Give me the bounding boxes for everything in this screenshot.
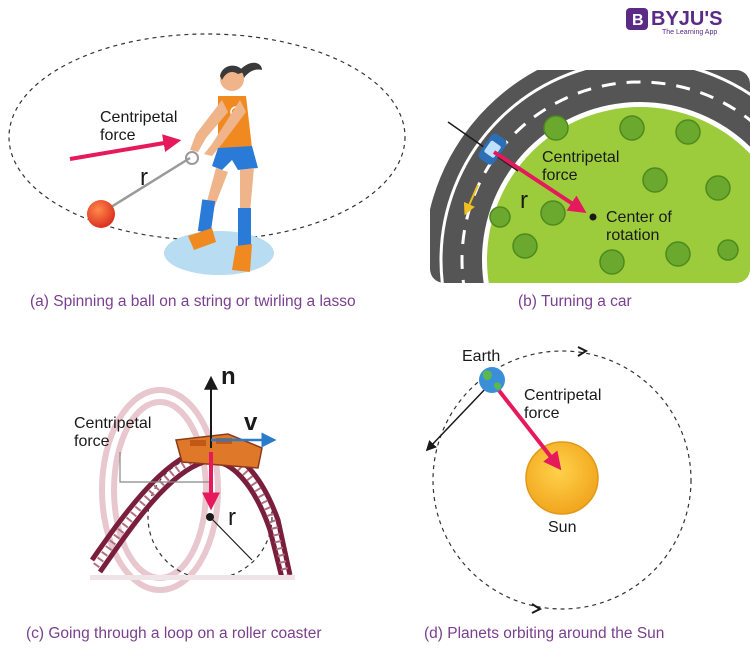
orbit-direction-icon [531,603,543,614]
force-label-line2: force [100,127,136,144]
earth-label: Earth [462,348,500,365]
byjus-logo: B BYJU'S The Learning App [626,8,722,36]
force-label-line1: Centripetal [524,387,601,404]
radius-label: r [140,164,148,191]
force-label-line1: Centripetal [74,415,151,432]
handle-ring [185,151,199,165]
radius-label: r [520,187,528,214]
panel-c-caption: (c) Going through a loop on a roller coa… [26,625,322,642]
force-label-line2: force [542,167,578,184]
orbit-path [432,350,692,610]
panel-d-planet-orbit: Earth Centripetal force Sun (d) Planets … [424,346,692,642]
string [102,156,191,214]
force-label-line2: force [74,433,110,450]
panel-b-caption: (b) Turning a car [518,293,632,310]
centripetal-force-arrow [492,150,587,213]
panel-a-spinning-ball: Centripetal force r (a) Spinning a ball … [8,33,406,310]
centripetal-force-arrow [69,134,182,161]
orbit-direction-icon [577,346,589,357]
force-label-line2: force [524,405,560,422]
center-label-line2: rotation [606,227,659,244]
svg-text:B: B [632,12,644,29]
radius-label: r [228,504,236,531]
road-edge-outer [439,70,750,283]
panel-a-caption: (a) Spinning a ball on a string or twirl… [30,293,356,310]
centripetal-force-arrow [495,386,562,471]
sun-label: Sun [548,519,576,536]
panel-c-roller-coaster: Centripetal force n v r (c) Going throug… [26,363,322,642]
center-point [589,213,597,221]
turn-direction-arrow [463,184,479,216]
panel-d-caption: (d) Planets orbiting around the Sun [424,625,664,642]
brand-tagline: The Learning App [662,29,717,36]
tangent-line [447,121,519,172]
ground [90,575,295,580]
athlete-figure [188,62,262,272]
force-label-line1: Centripetal [542,149,619,166]
earth-icon [479,367,505,393]
panel-b-turning-car: Centripetal force r Center of rotation (… [430,70,750,310]
normal-label: n [221,363,236,390]
sun [525,441,599,515]
shadow-disc [164,231,274,275]
velocity-arrow [425,385,489,452]
label-leader [119,452,210,483]
force-label-line1: Centripetal [100,109,177,126]
radius-line [209,516,253,561]
brand-name: BYJU'S [651,8,722,30]
velocity-label: v [244,409,258,436]
ball [87,200,115,228]
bushes [489,115,739,275]
lane-divider [460,80,750,283]
byjus-logo-mark-icon [626,8,648,30]
center-label-line1: Center of [606,209,672,226]
